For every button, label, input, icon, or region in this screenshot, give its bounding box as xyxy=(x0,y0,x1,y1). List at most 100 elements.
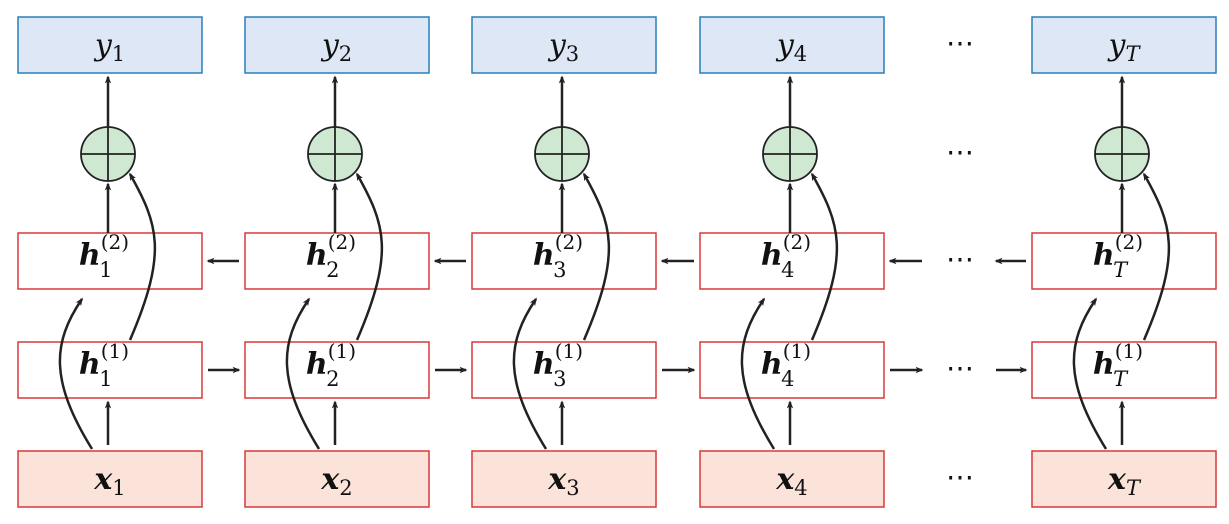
input-box-3 xyxy=(471,450,657,508)
output-2-label: y2 xyxy=(320,28,352,66)
backward-hidden-2-base: h xyxy=(306,238,328,273)
backward-hidden-5-label: h(2) T xyxy=(1093,230,1143,282)
backward-hidden-box-1 xyxy=(17,232,203,290)
backward-hidden-1-label: h(2) 1 xyxy=(79,230,129,282)
output-4-base: y xyxy=(775,28,795,63)
forward-hidden-5-base: h xyxy=(1093,347,1115,382)
backward-hidden-2-superscript: (2) xyxy=(328,230,356,254)
forward-hidden-2-subscript: 2 xyxy=(326,367,339,391)
arrow-x-to-h2-2 xyxy=(285,297,321,450)
forward-hidden-2-superscript: (1) xyxy=(328,339,356,363)
forward-hidden-2-base: h xyxy=(306,347,328,382)
forward-hidden-5-superscript: (1) xyxy=(1115,339,1143,363)
backward-hidden-3-base: h xyxy=(533,238,555,273)
input-5-label: xT xyxy=(1107,462,1142,500)
backward-hidden-box-3 xyxy=(471,232,657,290)
output-box-1 xyxy=(17,16,203,74)
ellipsis-forward: ⋯ xyxy=(946,352,974,385)
ellipsis-backward: ⋯ xyxy=(946,243,974,276)
forward-hidden-box-3 xyxy=(471,341,657,399)
forward-hidden-2-label: h(1) 2 xyxy=(306,339,356,391)
forward-hidden-4-label: h(1)4 xyxy=(761,339,811,391)
backward-hidden-3-superscript: (2) xyxy=(555,230,583,254)
backward-hidden-1-subscript: 1 xyxy=(99,258,112,282)
output-5-base: y xyxy=(1107,28,1127,63)
forward-hidden-1-subscript: 1 xyxy=(99,367,112,391)
forward-hidden-1-superscript: (1) xyxy=(101,339,129,363)
input-2-base: x xyxy=(320,462,340,497)
arrow-h1-to-sum-1 xyxy=(128,172,157,341)
forward-hidden-4-base: h xyxy=(761,347,783,382)
output-3-base: y xyxy=(547,28,567,63)
forward-hidden-3-label: h(1)3 xyxy=(533,339,583,391)
backward-hidden-4-superscript: (2) xyxy=(783,230,811,254)
backward-hidden-3-label: h(2) 3 xyxy=(533,230,583,282)
backward-hidden-4-base: h xyxy=(761,238,783,273)
backward-hidden-box-5 xyxy=(1031,232,1217,290)
forward-hidden-5-label: h(1)T xyxy=(1093,339,1143,391)
input-4-subscript: 4 xyxy=(794,476,807,500)
output-4-subscript: 4 xyxy=(794,42,807,66)
input-1-base: x xyxy=(93,462,113,497)
ellipsis-input: ⋯ xyxy=(946,461,974,494)
input-box-4 xyxy=(699,450,885,508)
forward-hidden-box-2 xyxy=(244,341,430,399)
ellipsis-sum: ⋯ xyxy=(946,136,974,169)
input-box-5 xyxy=(1031,450,1217,508)
backward-hidden-box-4 xyxy=(699,232,885,290)
output-1-label: y1 xyxy=(93,28,125,66)
output-5-subscript: T xyxy=(1125,42,1141,66)
forward-hidden-1-label: h(1) 1 xyxy=(79,339,129,391)
input-1-subscript: 1 xyxy=(112,476,125,500)
forward-hidden-1-base: h xyxy=(79,347,101,382)
output-5-label: yT xyxy=(1107,28,1142,66)
input-5-base: x xyxy=(1107,462,1127,497)
output-box-3 xyxy=(471,16,657,74)
input-4-label: x4 xyxy=(775,462,807,500)
arrow-h1-to-sum-4 xyxy=(810,172,839,341)
arrow-x-to-h2-1 xyxy=(58,297,94,450)
input-4-base: x xyxy=(775,462,795,497)
arrow-x-to-h2-3 xyxy=(512,297,548,450)
backward-hidden-3-subscript: 3 xyxy=(553,258,566,282)
forward-hidden-box-5 xyxy=(1031,341,1217,399)
output-4-label: y4 xyxy=(775,28,807,66)
backward-hidden-2-label: h(2)2 xyxy=(306,230,356,282)
arrow-x-to-h2-5 xyxy=(1072,297,1108,450)
backward-hidden-1-superscript: (2) xyxy=(101,230,129,254)
input-box-2 xyxy=(244,450,430,508)
input-2-label: x2 xyxy=(320,462,352,500)
input-3-label: x3 xyxy=(547,462,579,500)
arrow-h1-to-sum-5 xyxy=(1142,172,1171,341)
forward-hidden-4-superscript: (1) xyxy=(783,339,811,363)
output-1-base: y xyxy=(93,28,113,63)
arrow-h1-to-sum-2 xyxy=(355,172,384,341)
output-1-subscript: 1 xyxy=(112,42,125,66)
input-3-subscript: 3 xyxy=(566,476,579,500)
backward-hidden-1-base: h xyxy=(79,238,101,273)
backward-hidden-4-label: h(2)4 xyxy=(761,230,811,282)
output-2-base: y xyxy=(320,28,340,63)
input-box-1 xyxy=(17,450,203,508)
output-3-subscript: 3 xyxy=(566,42,579,66)
backward-hidden-5-base: h xyxy=(1093,238,1115,273)
input-2-subscript: 2 xyxy=(339,476,352,500)
output-box-5 xyxy=(1031,16,1217,74)
backward-hidden-5-superscript: (2) xyxy=(1115,230,1143,254)
input-5-subscript: T xyxy=(1126,476,1142,500)
arrow-h1-to-sum-3 xyxy=(582,172,611,341)
output-3-label: y3 xyxy=(547,28,579,66)
forward-hidden-3-superscript: (1) xyxy=(555,339,583,363)
output-box-2 xyxy=(244,16,430,74)
input-3-base: x xyxy=(547,462,567,497)
forward-hidden-3-subscript: 3 xyxy=(553,367,566,391)
forward-hidden-box-1 xyxy=(17,341,203,399)
backward-hidden-box-2 xyxy=(244,232,430,290)
output-2-subscript: 2 xyxy=(339,42,352,66)
arrow-x-to-h2-4 xyxy=(740,297,776,450)
forward-hidden-box-4 xyxy=(699,341,885,399)
backward-hidden-5-subscript: T xyxy=(1113,258,1129,282)
output-box-4 xyxy=(699,16,885,74)
input-1-label: x1 xyxy=(93,462,125,500)
